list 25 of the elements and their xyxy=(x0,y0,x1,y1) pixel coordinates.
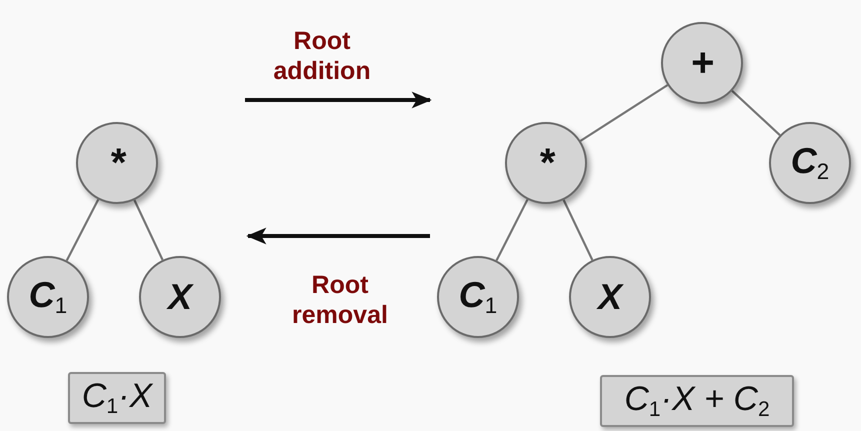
expression-box xyxy=(600,375,794,427)
tree-branch xyxy=(496,199,528,261)
expression-text: C$_{1}$·X xyxy=(82,379,152,417)
operator-node xyxy=(661,22,743,104)
node-label: X xyxy=(168,279,192,315)
tree-branch xyxy=(66,198,100,262)
node-label: X xyxy=(598,279,622,315)
node-label: * xyxy=(538,143,554,183)
node-label: * xyxy=(109,143,125,183)
node-label: C$_{1}$ xyxy=(458,276,498,318)
node-label: + xyxy=(690,43,714,83)
tree-branch xyxy=(133,200,164,260)
operand-node xyxy=(569,256,651,338)
transformation-label: Root removal xyxy=(291,270,389,330)
expression-box xyxy=(68,372,166,424)
transformation-label: Root addition xyxy=(272,26,372,86)
tree-branch xyxy=(562,200,594,260)
tree-branch xyxy=(580,84,668,142)
tree-branch xyxy=(731,90,781,136)
operand-node xyxy=(7,256,89,338)
operand-node xyxy=(769,122,851,204)
node-label: C$_{2}$ xyxy=(790,142,830,184)
expression-text: C$_{1}$·X + C$_{2}$ xyxy=(624,382,770,420)
operand-node xyxy=(139,256,221,338)
node-label: C$_{1}$ xyxy=(28,276,68,318)
